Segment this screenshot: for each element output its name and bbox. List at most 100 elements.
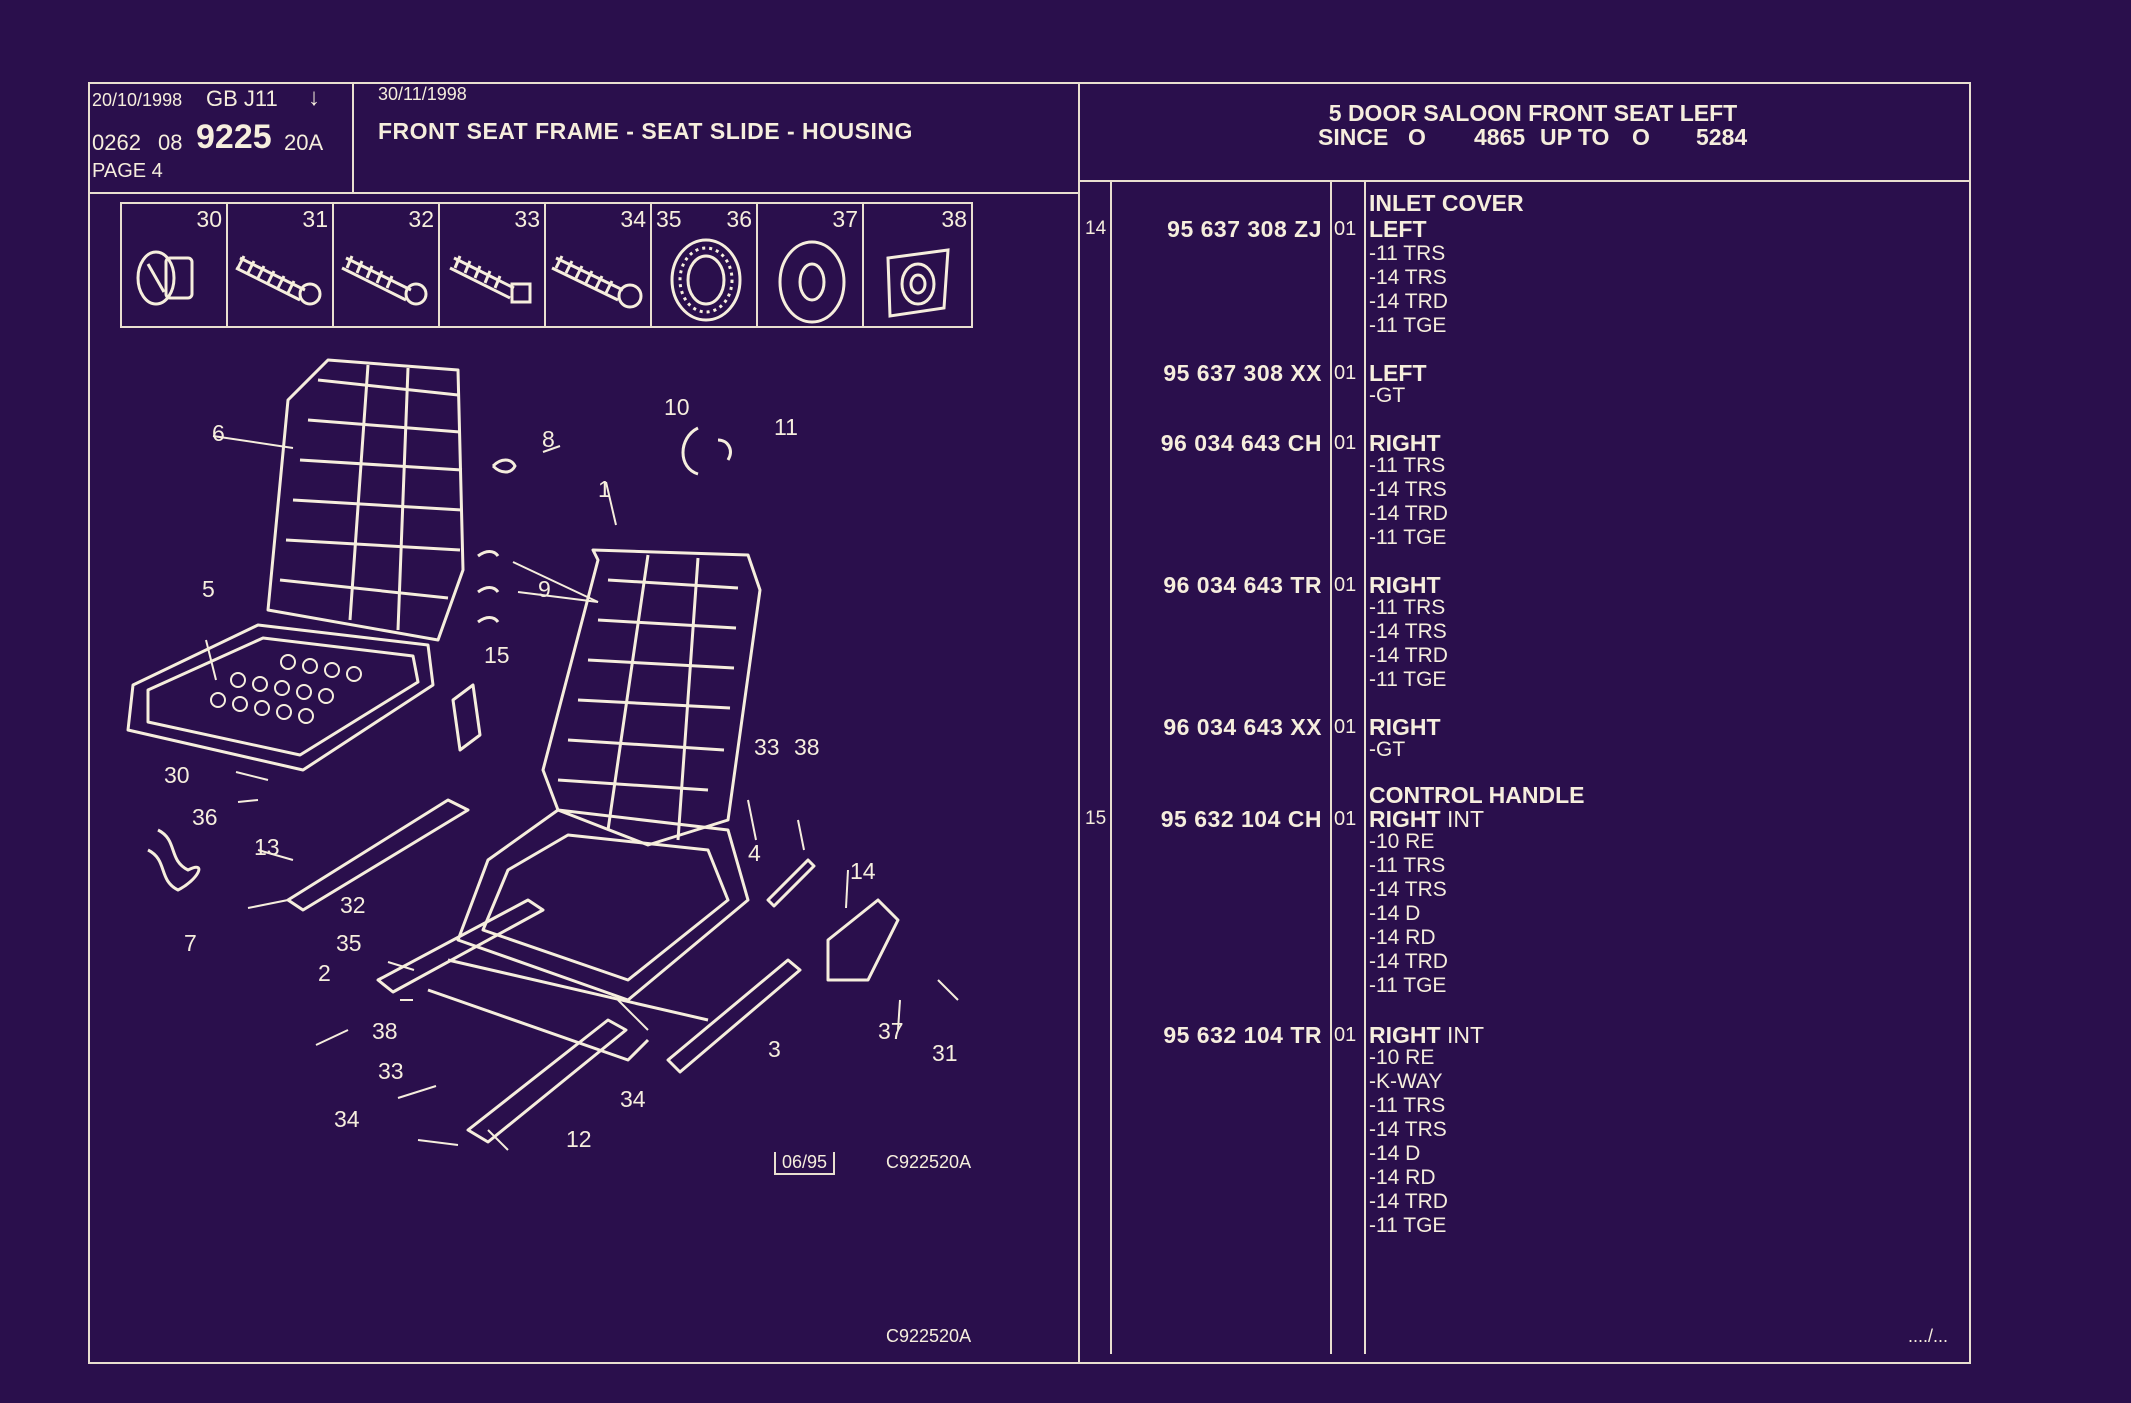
continued-marker: ..../... bbox=[1908, 1326, 1949, 1346]
reference-number: 14 bbox=[1085, 218, 1107, 239]
slide-rail-12 bbox=[466, 1018, 628, 1144]
header-divider bbox=[1078, 180, 1971, 182]
seat-frame-1 bbox=[427, 548, 762, 1062]
small-part-cell: 37 bbox=[758, 204, 864, 326]
catalogue-sheet-frame bbox=[88, 82, 1971, 1364]
country-model: GB J11 bbox=[206, 86, 278, 112]
callout-2: 2 bbox=[318, 960, 331, 986]
callout-3: 3 bbox=[768, 1036, 781, 1062]
small-part-number: 30 bbox=[196, 206, 222, 232]
screw-icon bbox=[235, 255, 322, 306]
section-number: 9225 bbox=[196, 118, 272, 156]
part-side: RIGHT bbox=[1369, 430, 1441, 456]
group-heading: INLET COVER bbox=[1369, 190, 1524, 216]
part-number: 96 034 643 XX bbox=[1163, 714, 1322, 740]
quantity: 01 bbox=[1334, 808, 1357, 830]
clip-10-11 bbox=[681, 426, 732, 476]
slide-rail-2 bbox=[376, 898, 545, 994]
part-number: 96 034 643 TR bbox=[1163, 572, 1322, 598]
small-part-cell: 31 bbox=[228, 204, 334, 326]
part-number: 95 637 308 ZJ bbox=[1167, 216, 1322, 242]
upto-label: UP TO bbox=[1540, 124, 1610, 150]
variant: -14 TRS bbox=[1369, 478, 1447, 501]
quantity: 01 bbox=[1334, 362, 1357, 384]
quantity: 01 bbox=[1334, 1024, 1357, 1046]
callout-38: 38 bbox=[372, 1018, 398, 1044]
small-part-cell: 34 bbox=[546, 204, 652, 326]
toothed-washer-icon bbox=[670, 238, 742, 322]
callout-1: 1 bbox=[598, 476, 611, 502]
variant: -14 TRS bbox=[1369, 620, 1447, 643]
side-label: RIGHT bbox=[1369, 806, 1441, 832]
serial-from: 4865 bbox=[1474, 124, 1526, 150]
bolt-icon bbox=[449, 255, 532, 304]
callout-30: 30 bbox=[164, 762, 190, 788]
callout-33: 33 bbox=[378, 1058, 404, 1084]
part-side: RIGHT bbox=[1369, 572, 1441, 598]
side-label: RIGHT bbox=[1369, 1022, 1441, 1048]
variant: -11 TGE bbox=[1369, 974, 1447, 997]
header-divider-left bbox=[88, 192, 1078, 194]
quantity: 01 bbox=[1334, 716, 1357, 738]
variant: -11 TRS bbox=[1369, 596, 1446, 619]
header-vdivider bbox=[352, 82, 354, 192]
clip-8 bbox=[491, 458, 517, 474]
control-handle-15 bbox=[451, 683, 482, 752]
code-b: 08 bbox=[158, 130, 183, 155]
callout-35: 35 bbox=[336, 930, 362, 956]
part-number: 95 637 308 XX bbox=[1163, 360, 1322, 386]
backrest-frame-6 bbox=[266, 358, 465, 642]
small-part-number: 38 bbox=[941, 206, 967, 232]
callout-10: 10 bbox=[664, 394, 690, 420]
callout-9: 9 bbox=[538, 576, 551, 602]
variant: -14 D bbox=[1369, 1142, 1421, 1165]
spring-7 bbox=[147, 828, 201, 892]
qty-col-left-divider bbox=[1330, 182, 1332, 1354]
small-part-cell: 32 bbox=[334, 204, 440, 326]
callout-11: 11 bbox=[774, 414, 798, 440]
small-part-number: 31 bbox=[302, 206, 328, 232]
down-arrow-icon: ↓ bbox=[308, 84, 320, 111]
leader-lines bbox=[205, 435, 959, 1151]
variant: -11 TRS bbox=[1369, 1094, 1446, 1117]
clip-9 bbox=[477, 550, 500, 624]
slide-rail-3 bbox=[666, 958, 802, 1074]
drawing-date-stamp: 06/95 bbox=[774, 1152, 836, 1175]
part-side: RIGHT INT bbox=[1369, 1022, 1484, 1049]
small-part-number: 36 bbox=[726, 206, 752, 232]
variant: -14 TRD bbox=[1369, 290, 1448, 313]
callout-33: 33 bbox=[754, 734, 780, 760]
callout-7: 7 bbox=[184, 930, 197, 956]
qty-col-right-divider bbox=[1364, 182, 1366, 1354]
callout-13: 13 bbox=[254, 834, 280, 860]
callout-4: 4 bbox=[748, 840, 761, 866]
page-number: PAGE 4 bbox=[92, 160, 163, 182]
main-vdivider bbox=[1078, 82, 1080, 1364]
quantity: 01 bbox=[1334, 432, 1357, 454]
group-heading: CONTROL HANDLE bbox=[1369, 782, 1585, 808]
print-date: 20/10/1998 bbox=[92, 90, 183, 110]
variant: -14 RD bbox=[1369, 926, 1436, 949]
variant: -14 RD bbox=[1369, 1166, 1436, 1189]
callout-36: 36 bbox=[192, 804, 218, 830]
variant: -GT bbox=[1369, 738, 1406, 761]
ref-col-divider bbox=[1110, 182, 1112, 1354]
part-number: 95 632 104 CH bbox=[1160, 806, 1322, 832]
reference-number: 15 bbox=[1085, 808, 1107, 829]
code-a: 0262 bbox=[92, 130, 141, 155]
vehicle-description: 5 DOOR SALOON FRONT SEAT LEFT bbox=[1328, 100, 1738, 126]
page-title: FRONT SEAT FRAME - SEAT SLIDE - HOUSING bbox=[378, 118, 913, 144]
variant: -14 TRD bbox=[1369, 1190, 1448, 1213]
callout-12: 12 bbox=[566, 1126, 592, 1152]
seat-exploded-diagram bbox=[126, 358, 959, 1151]
model-code: J11 bbox=[243, 86, 278, 111]
variant: -11 TRS bbox=[1369, 242, 1446, 265]
small-part-cell: 35 36 bbox=[652, 204, 758, 326]
bolt-icon bbox=[341, 255, 428, 306]
variant: -10 RE bbox=[1369, 1046, 1435, 1069]
housing-14 bbox=[826, 898, 900, 982]
variant: -14 TRS bbox=[1369, 266, 1447, 289]
slide-rail-13 bbox=[286, 798, 470, 912]
small-part-number: 34 bbox=[620, 206, 646, 232]
callout-15: 15 bbox=[484, 642, 510, 668]
